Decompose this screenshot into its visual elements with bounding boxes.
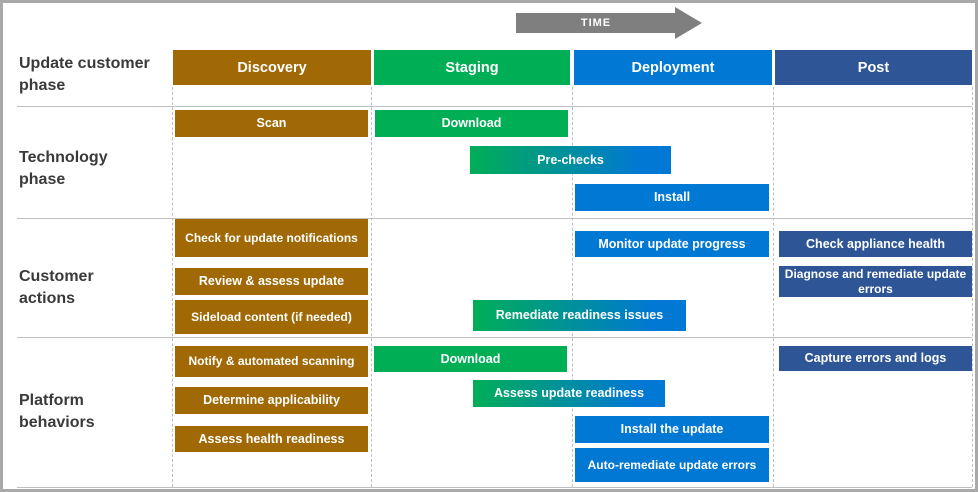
row-label-line: Technology — [19, 149, 108, 166]
grid-hline — [17, 218, 972, 219]
bar-determine-applicability: Determine applicability — [175, 387, 368, 414]
bar-sideload-content: Sideload content (if needed) — [175, 300, 368, 334]
row-label-line: behaviors — [19, 414, 95, 431]
bar-check-appliance-health: Check appliance health — [779, 231, 972, 257]
grid-hline — [17, 106, 972, 107]
bar-install-the-update: Install the update — [575, 416, 769, 443]
bar-capture-errors-and-logs: Capture errors and logs — [779, 346, 972, 371]
time-arrow: TIME — [516, 13, 676, 33]
phase-header-staging: Staging — [374, 50, 570, 85]
bar-auto-remediate-update-errors: Auto-remediate update errors — [575, 448, 769, 482]
grid-hline — [17, 487, 972, 488]
grid-vline — [773, 87, 774, 487]
bar-download-staging: Download — [375, 110, 568, 137]
time-arrow-head-icon — [675, 7, 702, 39]
phase-header-post: Post — [775, 50, 972, 85]
row-label-update-customer-phase: Update customer phase — [19, 53, 169, 97]
bar-review-assess-update: Review & assess update — [175, 268, 368, 295]
grid-vline — [572, 87, 573, 487]
grid-hline — [17, 337, 972, 338]
bar-install: Install — [575, 184, 769, 211]
bar-monitor-update-progress: Monitor update progress — [575, 231, 769, 257]
bar-diagnose-remediate-update-errors: Diagnose and remediate update errors — [779, 266, 972, 297]
grid-vline — [172, 87, 173, 487]
phase-header-deployment: Deployment — [574, 50, 772, 85]
row-label-technology-phase: Technology phase — [19, 147, 169, 191]
grid-vline — [972, 87, 973, 487]
row-label-line: phase — [19, 77, 66, 94]
bar-assess-health-readiness: Assess health readiness — [175, 426, 368, 452]
row-label-line: phase — [19, 171, 66, 188]
row-label-line: Customer — [19, 268, 94, 285]
row-label-line: Update customer — [19, 55, 150, 72]
bar-check-for-update-notifications: Check for update notifications — [175, 219, 368, 257]
bar-assess-update-readiness: Assess update readiness — [473, 380, 665, 407]
grid-vline — [371, 87, 372, 487]
row-label-platform-behaviors: Platform behaviors — [19, 390, 169, 434]
bar-scan: Scan — [175, 110, 368, 137]
bar-notify-automated-scanning: Notify & automated scanning — [175, 346, 368, 377]
phase-header-discovery: Discovery — [173, 50, 371, 85]
bar-download-platform: Download — [374, 346, 567, 372]
bar-remediate-readiness-issues: Remediate readiness issues — [473, 300, 686, 331]
row-label-line: actions — [19, 290, 76, 307]
row-label-line: Platform — [19, 392, 84, 409]
bar-pre-checks: Pre-checks — [470, 146, 671, 174]
time-arrow-label: TIME — [580, 17, 612, 29]
row-label-customer-actions: Customer actions — [19, 266, 169, 310]
